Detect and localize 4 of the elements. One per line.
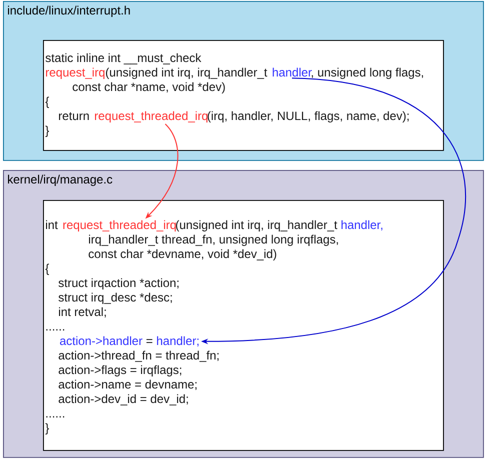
code-line: action->handler = handler;: [60, 336, 198, 347]
parameter-name: handler: [272, 68, 312, 77]
function-name: request_threaded_irq: [63, 220, 176, 232]
function-name: request_threaded_irq: [94, 111, 208, 122]
